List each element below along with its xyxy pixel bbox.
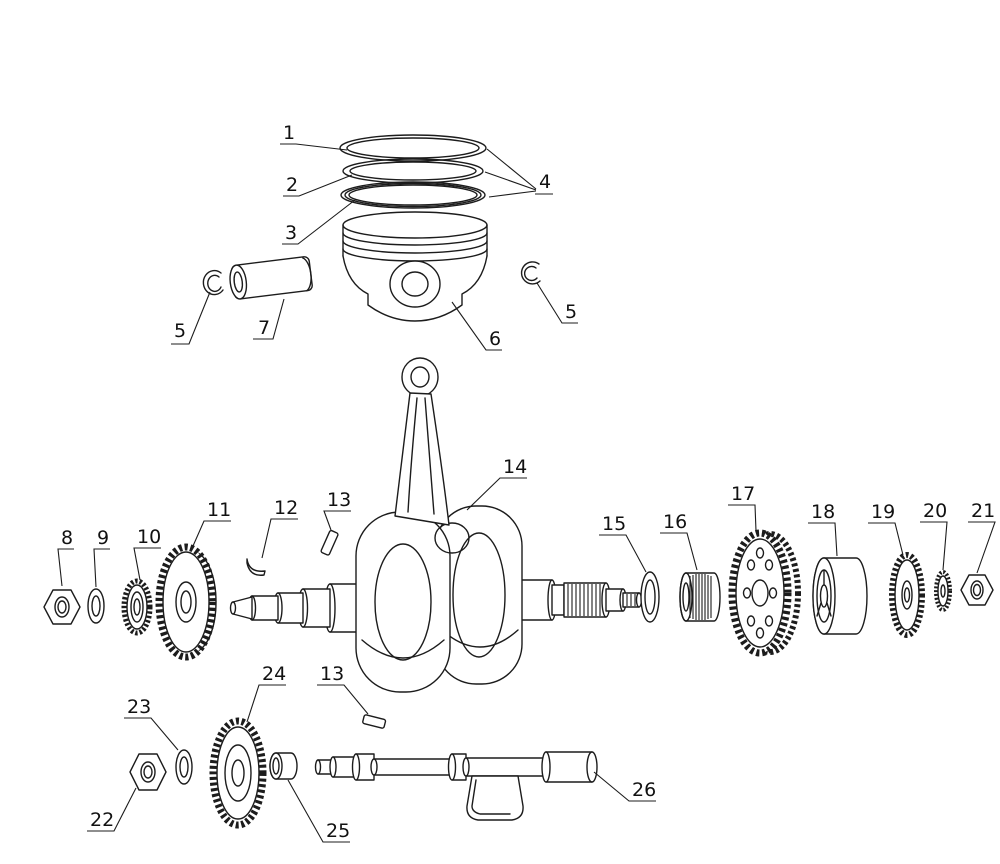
callout-22: 22 xyxy=(90,809,114,831)
piston xyxy=(342,211,488,322)
callout-16: 16 xyxy=(663,511,687,533)
balancer-gear-24 xyxy=(209,717,267,829)
nut-21 xyxy=(960,574,994,606)
key-13-lower xyxy=(362,714,387,729)
clutch-drum-18 xyxy=(812,557,868,635)
callout-24: 24 xyxy=(262,663,286,685)
callout-20: 20 xyxy=(923,500,947,522)
callout-8: 8 xyxy=(61,527,73,549)
callout-9: 9 xyxy=(97,527,109,549)
callout-18: 18 xyxy=(811,501,835,523)
callout-leaders xyxy=(57,143,996,843)
callout-25: 25 xyxy=(326,820,350,842)
piston-ring-compression-2 xyxy=(342,158,484,184)
nut-8 xyxy=(43,589,81,625)
gear-19 xyxy=(889,552,925,638)
callout-labels: 1 2 3 4 5 7 6 5 14 11 12 13 8 9 10 15 16… xyxy=(61,122,995,842)
circlip-right xyxy=(520,261,541,285)
callout-12: 12 xyxy=(274,497,298,519)
callout-5-left: 5 xyxy=(174,320,186,342)
nut-22 xyxy=(129,753,167,791)
collar-25 xyxy=(269,752,298,780)
small-gear-10 xyxy=(121,578,153,636)
washer-23 xyxy=(175,749,193,785)
connecting-rod xyxy=(394,357,450,526)
callout-11: 11 xyxy=(207,499,231,521)
primary-gear-11 xyxy=(155,543,217,661)
crankshaft xyxy=(229,505,643,693)
shim-15 xyxy=(640,571,660,623)
callout-4: 4 xyxy=(539,171,551,193)
callout-3: 3 xyxy=(285,222,297,244)
callout-19: 19 xyxy=(871,501,895,523)
callout-21: 21 xyxy=(971,500,995,522)
sprocket-17 xyxy=(728,529,801,657)
needle-bearing-16 xyxy=(679,572,721,622)
callout-2: 2 xyxy=(286,174,298,196)
piston-ring-compression-1 xyxy=(339,134,487,162)
key-13-upper xyxy=(320,529,339,556)
callout-1: 1 xyxy=(283,122,295,144)
circlip-left xyxy=(202,269,224,296)
callout-7: 7 xyxy=(258,317,270,339)
woodruff-key-12 xyxy=(246,558,266,576)
callout-13-upper: 13 xyxy=(327,489,351,511)
balance-shaft-26 xyxy=(314,751,598,821)
piston-ring-oil xyxy=(340,181,486,209)
callout-15: 15 xyxy=(602,513,626,535)
callout-23: 23 xyxy=(127,696,151,718)
callout-10: 10 xyxy=(137,526,161,548)
callout-6: 6 xyxy=(489,328,501,350)
washer-9 xyxy=(87,588,105,624)
wrist-pin xyxy=(229,256,313,300)
callout-13-lower: 13 xyxy=(320,663,344,685)
callout-5-right: 5 xyxy=(565,301,577,323)
callout-14: 14 xyxy=(503,456,527,478)
callout-17: 17 xyxy=(731,483,755,505)
lock-washer-20 xyxy=(934,570,952,612)
callout-26: 26 xyxy=(632,779,656,801)
